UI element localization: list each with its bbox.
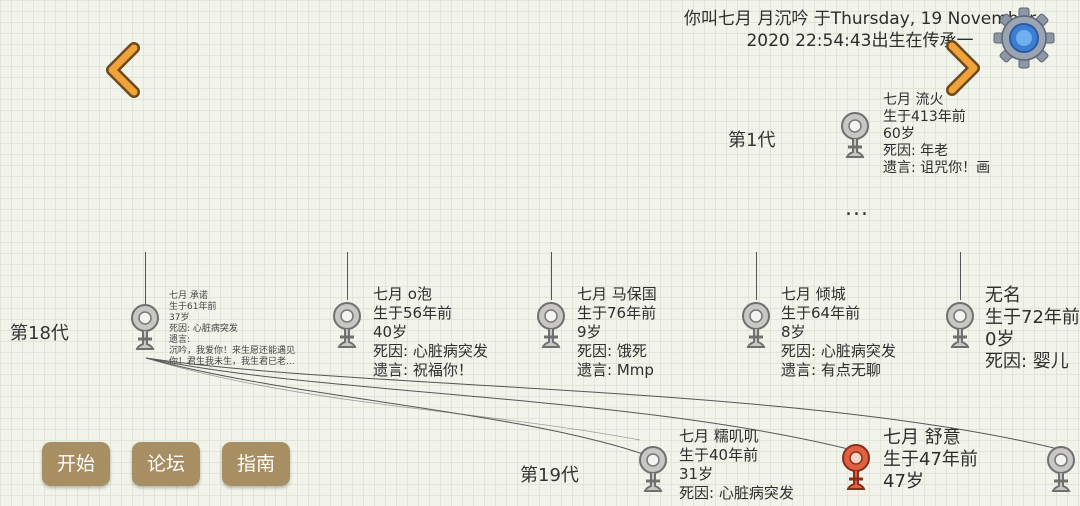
chevron-right-icon bbox=[946, 40, 980, 96]
prev-generation-button[interactable] bbox=[100, 42, 148, 98]
person-born: 生于64年前 bbox=[781, 304, 861, 322]
person-death-cause: 死因: 婴儿 bbox=[985, 351, 1069, 372]
female-symbol-icon bbox=[130, 303, 160, 351]
person-figure-g19-1[interactable] bbox=[636, 442, 672, 506]
person-info-g18-5: 无名 生于72年前 0岁 死因: 婴儿 bbox=[985, 285, 1080, 373]
person-born: 生于56年前 bbox=[373, 304, 453, 322]
person-age: 60岁 bbox=[883, 126, 915, 142]
female-symbol-icon bbox=[842, 444, 870, 490]
person-last-words: 遗言: 诅咒你！画 bbox=[883, 160, 991, 176]
female-symbol-icon bbox=[536, 301, 566, 349]
generation-label-19: 第19代 bbox=[520, 465, 579, 486]
person-death-cause: 死因: 饿死 bbox=[577, 342, 647, 360]
person-age: 47岁 bbox=[883, 471, 924, 492]
person-info-g19-1: 七月 糯叽叽 生于40年前 31岁 死因: 心脏病突发 bbox=[679, 427, 794, 503]
hang-line bbox=[756, 252, 757, 300]
person-age: 9岁 bbox=[577, 323, 602, 341]
female-symbol-icon bbox=[741, 301, 771, 349]
person-name: 七月 承诺 bbox=[169, 291, 208, 301]
person-figure-g18-2[interactable] bbox=[330, 298, 366, 362]
generation-label-1: 第1代 bbox=[728, 130, 776, 151]
start-button[interactable]: 开始 bbox=[42, 442, 110, 486]
person-name: 七月 糯叽叽 bbox=[679, 427, 759, 445]
person-age: 31岁 bbox=[679, 465, 714, 483]
forum-button[interactable]: 论坛 bbox=[132, 442, 200, 486]
generation-label-18: 第18代 bbox=[10, 323, 69, 344]
birth-info-line2: 2020 22:54:43出生在传承一 bbox=[746, 31, 974, 51]
person-last-words: 遗言: 有点无聊 bbox=[781, 361, 881, 379]
chevron-left-icon bbox=[106, 42, 140, 98]
person-last-words-cont2: 你！君生我未生，我生君已老... bbox=[169, 357, 295, 367]
person-info-g19-2: 七月 舒意 生于47年前 47岁 bbox=[883, 427, 978, 493]
person-last-words: 遗言: 祝福你！ bbox=[373, 361, 473, 379]
person-last-words: 遗言: Mmp bbox=[577, 361, 654, 379]
person-figure-g18-3[interactable] bbox=[534, 298, 570, 362]
person-death-cause: 死因: 心脏病突发 bbox=[373, 342, 488, 360]
person-death-cause: 死因: 年老 bbox=[883, 143, 949, 159]
birth-info-header: 你叫七月 月沉吟 于Thursday, 19 November 2020 22:… bbox=[640, 8, 1080, 58]
person-last-words: 遗言: bbox=[169, 335, 191, 345]
person-born: 生于47年前 bbox=[883, 449, 978, 470]
person-death-cause: 死因: 心脏病突发 bbox=[781, 342, 896, 360]
person-figure-g1[interactable] bbox=[838, 108, 874, 172]
person-info-g18-3: 七月 马保国 生于76年前 9岁 死因: 饿死 遗言: Mmp bbox=[577, 285, 657, 380]
person-name: 无名 bbox=[985, 285, 1021, 306]
female-symbol-icon bbox=[638, 445, 668, 493]
next-generation-button[interactable] bbox=[938, 40, 986, 96]
person-born: 生于61年前 bbox=[169, 302, 217, 312]
person-name: 七月 倾城 bbox=[781, 285, 846, 303]
person-figure-g18-1[interactable] bbox=[128, 300, 164, 364]
female-symbol-icon bbox=[840, 111, 870, 159]
female-symbol-icon bbox=[945, 301, 975, 349]
person-figure-g19-3[interactable] bbox=[1044, 442, 1080, 506]
person-info-g18-2: 七月 o泡 生于56年前 40岁 死因: 心脏病突发 遗言: 祝福你！ bbox=[373, 285, 488, 380]
person-name: 七月 舒意 bbox=[883, 427, 961, 448]
hang-line bbox=[960, 252, 961, 300]
guide-button[interactable]: 指南 bbox=[222, 442, 290, 486]
person-figure-g18-5[interactable] bbox=[943, 298, 979, 362]
person-death-cause: 死因: 心脏病突发 bbox=[169, 324, 238, 334]
person-age: 8岁 bbox=[781, 323, 806, 341]
person-last-words-cont1: 沉吟，我爱你！来生愿还能遇见 bbox=[169, 346, 296, 356]
person-name: 七月 流火 bbox=[883, 92, 944, 108]
person-born: 生于40年前 bbox=[679, 446, 759, 464]
birth-info-line1: 你叫七月 月沉吟 于Thursday, 19 November bbox=[683, 9, 1037, 29]
person-name: 七月 马保国 bbox=[577, 285, 657, 303]
person-figure-g19-2-current[interactable] bbox=[839, 440, 875, 504]
female-symbol-icon bbox=[1046, 445, 1076, 493]
hang-line bbox=[145, 252, 146, 304]
person-figure-g18-4[interactable] bbox=[739, 298, 775, 362]
person-born: 生于413年前 bbox=[883, 109, 966, 125]
more-generations-ellipsis: ... bbox=[845, 196, 869, 221]
person-info-g18-4: 七月 倾城 生于64年前 8岁 死因: 心脏病突发 遗言: 有点无聊 bbox=[781, 285, 896, 380]
person-info-g1: 七月 流火 生于413年前 60岁 死因: 年老 遗言: 诅咒你！画 bbox=[883, 92, 990, 177]
gear-icon bbox=[993, 7, 1055, 69]
person-born: 生于72年前 bbox=[985, 307, 1080, 328]
person-age: 0岁 bbox=[985, 329, 1015, 350]
person-born: 生于76年前 bbox=[577, 304, 657, 322]
hang-line bbox=[347, 252, 348, 300]
settings-button[interactable] bbox=[992, 6, 1056, 70]
person-death-cause: 死因: 心脏病突发 bbox=[679, 484, 794, 502]
person-info-g18-1: 七月 承诺 生于61年前 37岁 死因: 心脏病突发 遗言: 沉吟，我爱你！来生… bbox=[169, 291, 295, 368]
person-age: 40岁 bbox=[373, 323, 408, 341]
person-name: 七月 o泡 bbox=[373, 285, 432, 303]
person-age: 37岁 bbox=[169, 313, 190, 323]
hang-line bbox=[551, 252, 552, 300]
female-symbol-icon bbox=[332, 301, 362, 349]
